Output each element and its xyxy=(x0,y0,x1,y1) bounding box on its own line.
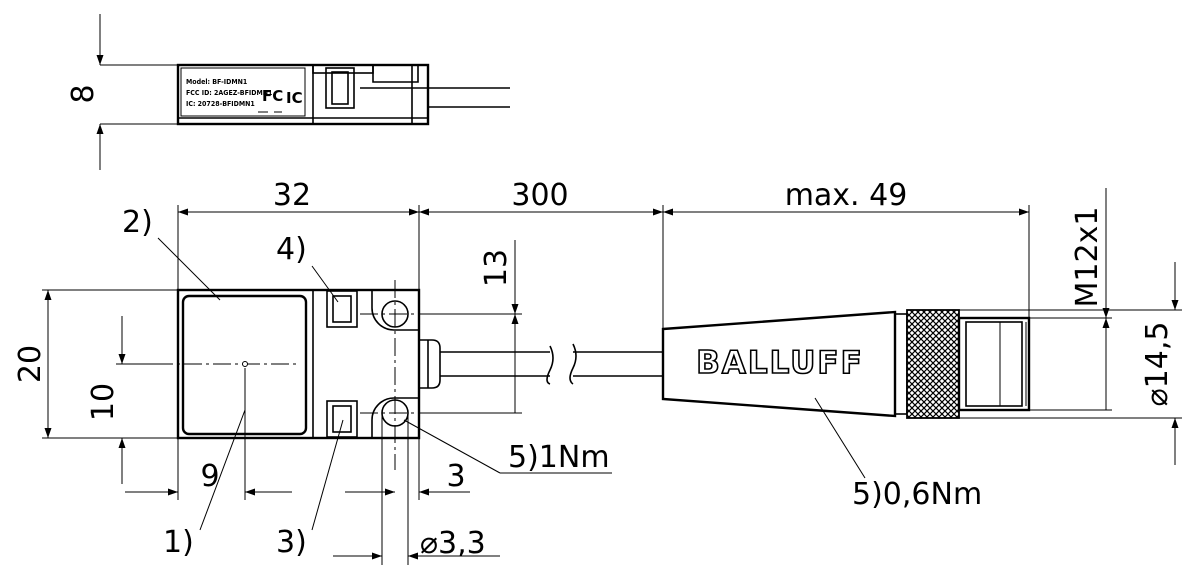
ic-mark: IC xyxy=(286,89,303,107)
callout-1: 1) xyxy=(163,525,194,560)
callout-2: 2) xyxy=(122,205,153,240)
dim-diameter-14-5: ⌀14,5 xyxy=(1140,322,1175,407)
dim-hole-spacing-13: 13 xyxy=(479,249,514,287)
callouts: 2) 4) 1) 3) 5)1Nm 5)0,6Nm xyxy=(122,205,982,560)
dim-width-32: 32 xyxy=(273,178,311,213)
label-line-2: FCC ID: 2AGEZ-BFIDMN1 xyxy=(186,89,272,97)
dim-hole-diameter-3-3: ⌀3,3 xyxy=(420,526,486,561)
dim-inner-height-10: 10 xyxy=(86,383,121,421)
dim-connector-max-49: max. 49 xyxy=(785,178,908,213)
dim-center-offset-9: 9 xyxy=(200,459,219,494)
fcc-mark: FC xyxy=(262,87,283,105)
dim-cable-300: 300 xyxy=(511,178,568,213)
callout-5-connector-torque: 5)0,6Nm xyxy=(852,477,982,512)
side-view: 8 Model: BF-IDMN1 FCC ID: 2AGEZ-BFIDMN1 … xyxy=(66,14,510,170)
callout-3: 3) xyxy=(276,525,307,560)
brand-logo: BALLUFF xyxy=(696,345,864,381)
callout-4: 4) xyxy=(276,232,307,267)
dim-hole-offset-3: 3 xyxy=(446,459,465,494)
label-line-3: IC: 20728-BFIDMN1 xyxy=(186,100,255,108)
label-line-1: Model: BF-IDMN1 xyxy=(186,78,247,86)
dim-height-8: 8 xyxy=(66,84,101,103)
connector-view: BALLUFF xyxy=(661,309,1031,419)
dim-thread-m12x1: M12x1 xyxy=(1070,207,1105,308)
callout-5-sensor-torque: 5)1Nm xyxy=(508,440,610,475)
dimension-lines: 32 300 max. 49 M12x1 ⌀14,5 20 10 xyxy=(13,178,1182,565)
dim-height-20: 20 xyxy=(13,345,48,383)
